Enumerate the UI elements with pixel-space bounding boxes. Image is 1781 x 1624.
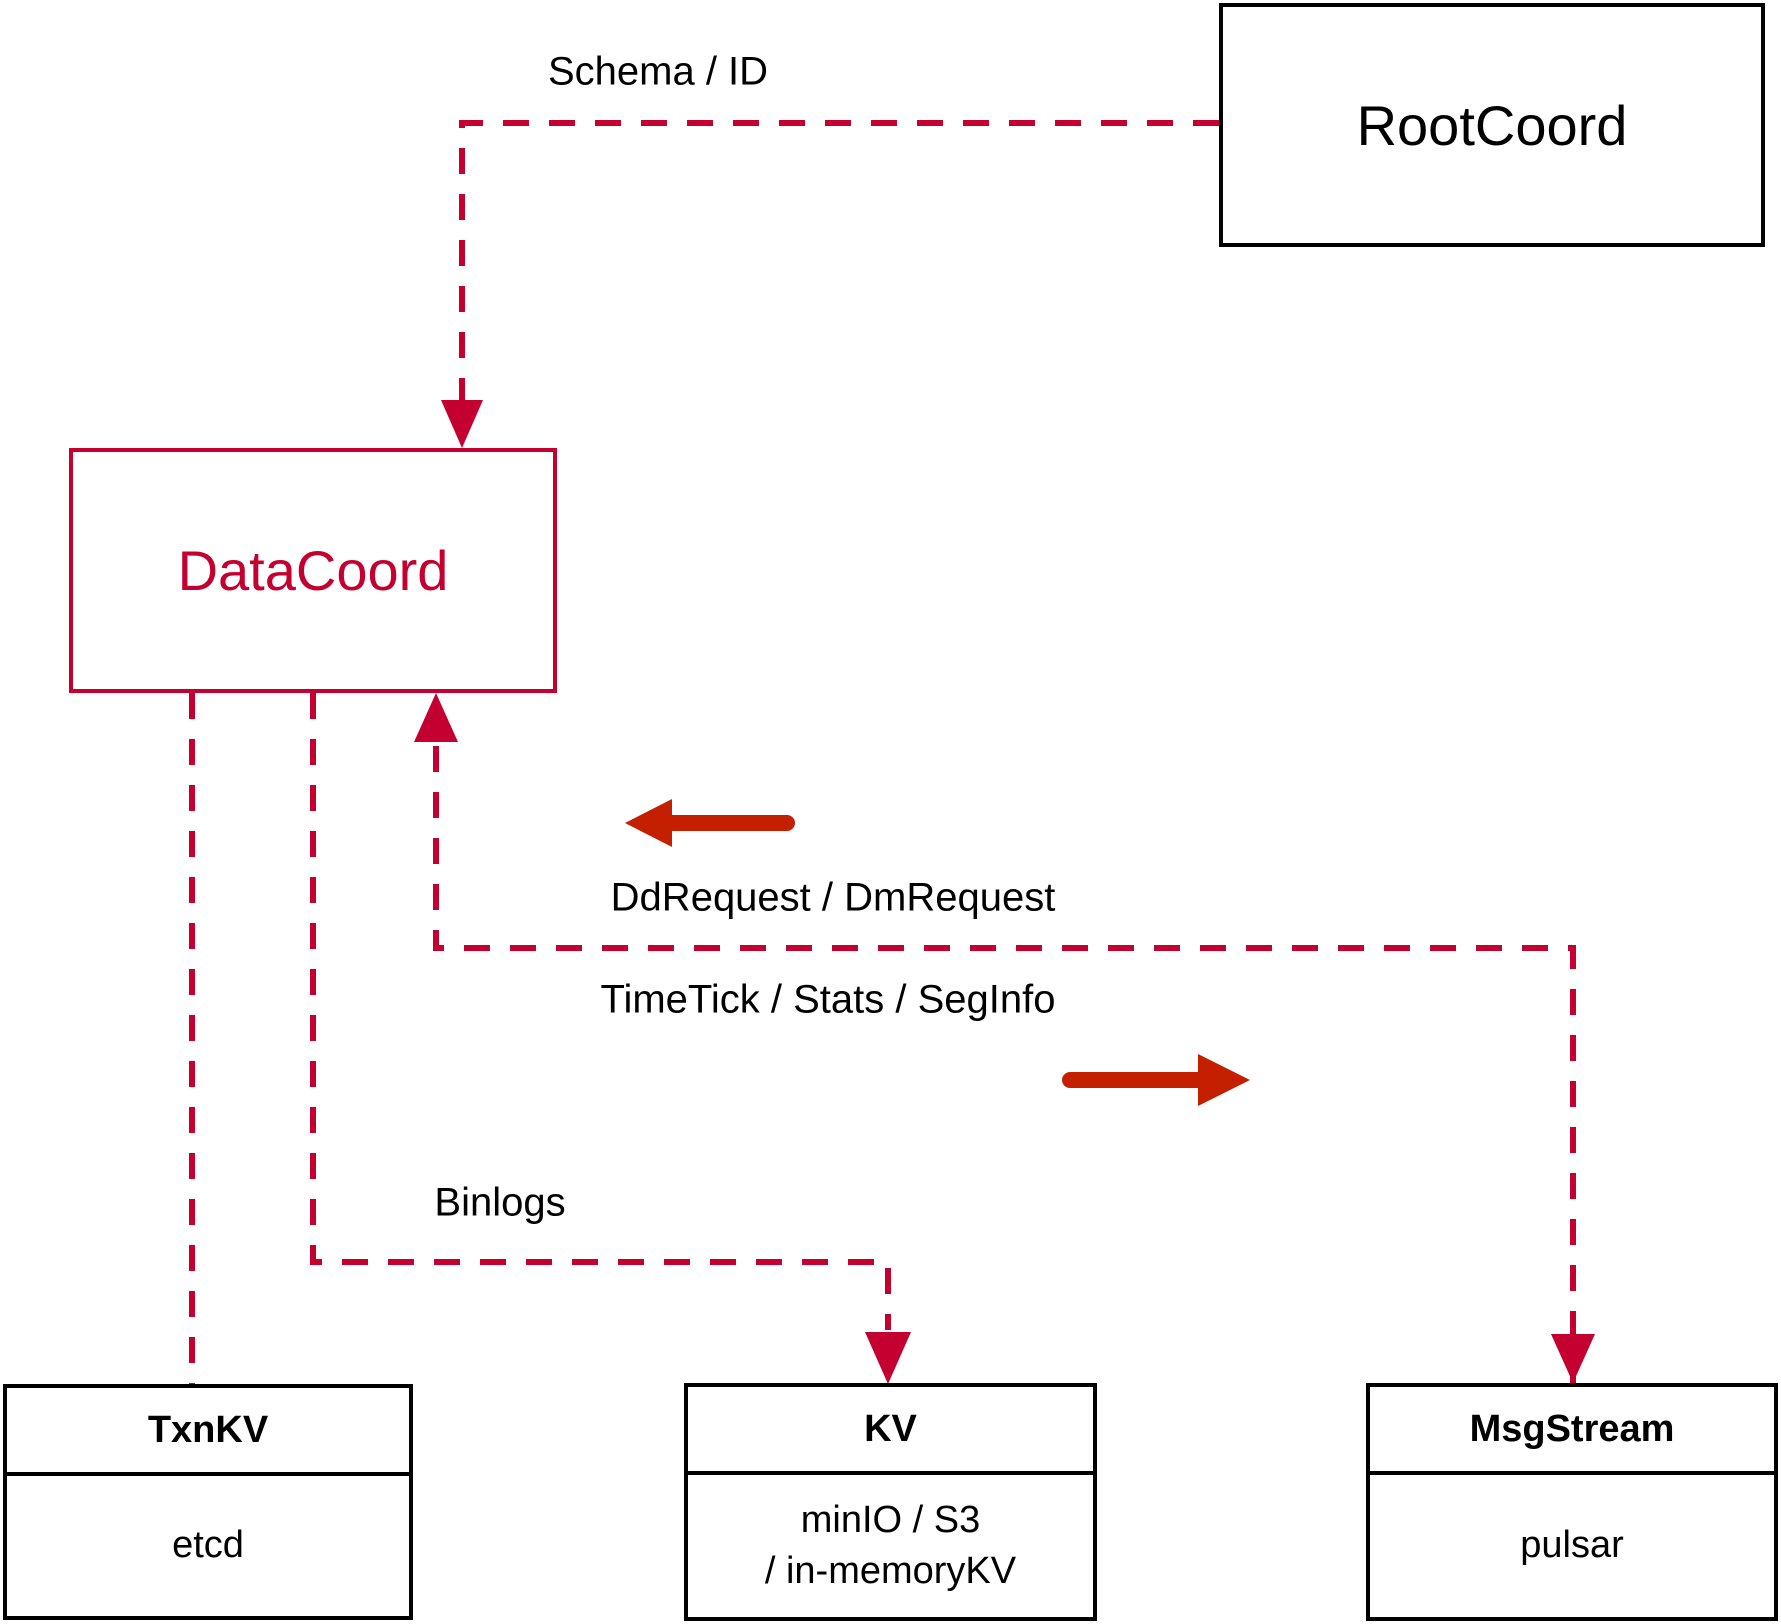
node-kv-body-line-2: / in-memoryKV (764, 1550, 1017, 1592)
node-msgstream-header: MsgStream (1370, 1387, 1774, 1475)
edge-msgstream-to-datacoord (414, 693, 1595, 1383)
node-datacoord[interactable]: DataCoord (69, 448, 557, 693)
edge-label-ddrequest-dmrequest: DdRequest / DmRequest (610, 875, 1056, 920)
node-kv-body-line-1: minIO / S3 (800, 1498, 981, 1541)
node-kv[interactable]: KV minIO / S3 / in-memoryKV (684, 1383, 1097, 1621)
node-rootcoord-label: RootCoord (1356, 93, 1628, 157)
node-rootcoord[interactable]: RootCoord (1219, 3, 1765, 247)
node-msgstream-body: pulsar (1370, 1475, 1774, 1617)
node-kv-body: minIO / S3 / in-memoryKV (688, 1475, 1093, 1617)
node-txnkv-header: TxnKV (7, 1388, 409, 1476)
edge-label-binlogs: Binlogs (434, 1180, 566, 1225)
edge-datacoord-to-kv (310, 693, 911, 1384)
node-datacoord-label: DataCoord (177, 539, 449, 602)
inbound-direction-arrow (625, 799, 795, 847)
node-kv-header: KV (688, 1387, 1093, 1475)
edge-label-timetick-stats-seginfo: TimeTick / Stats / SegInfo (600, 977, 1056, 1022)
node-txnkv-body-line: etcd (172, 1524, 244, 1567)
edge-rootcoord-to-datacoord (441, 120, 1219, 448)
outbound-direction-arrow (1062, 1054, 1250, 1106)
node-msgstream-body-line: pulsar (1520, 1524, 1624, 1567)
edge-label-schema-id: Schema / ID (547, 49, 769, 94)
node-msgstream[interactable]: MsgStream pulsar (1366, 1383, 1778, 1621)
node-txnkv-body: etcd (7, 1476, 409, 1616)
node-txnkv[interactable]: TxnKV etcd (3, 1384, 413, 1620)
